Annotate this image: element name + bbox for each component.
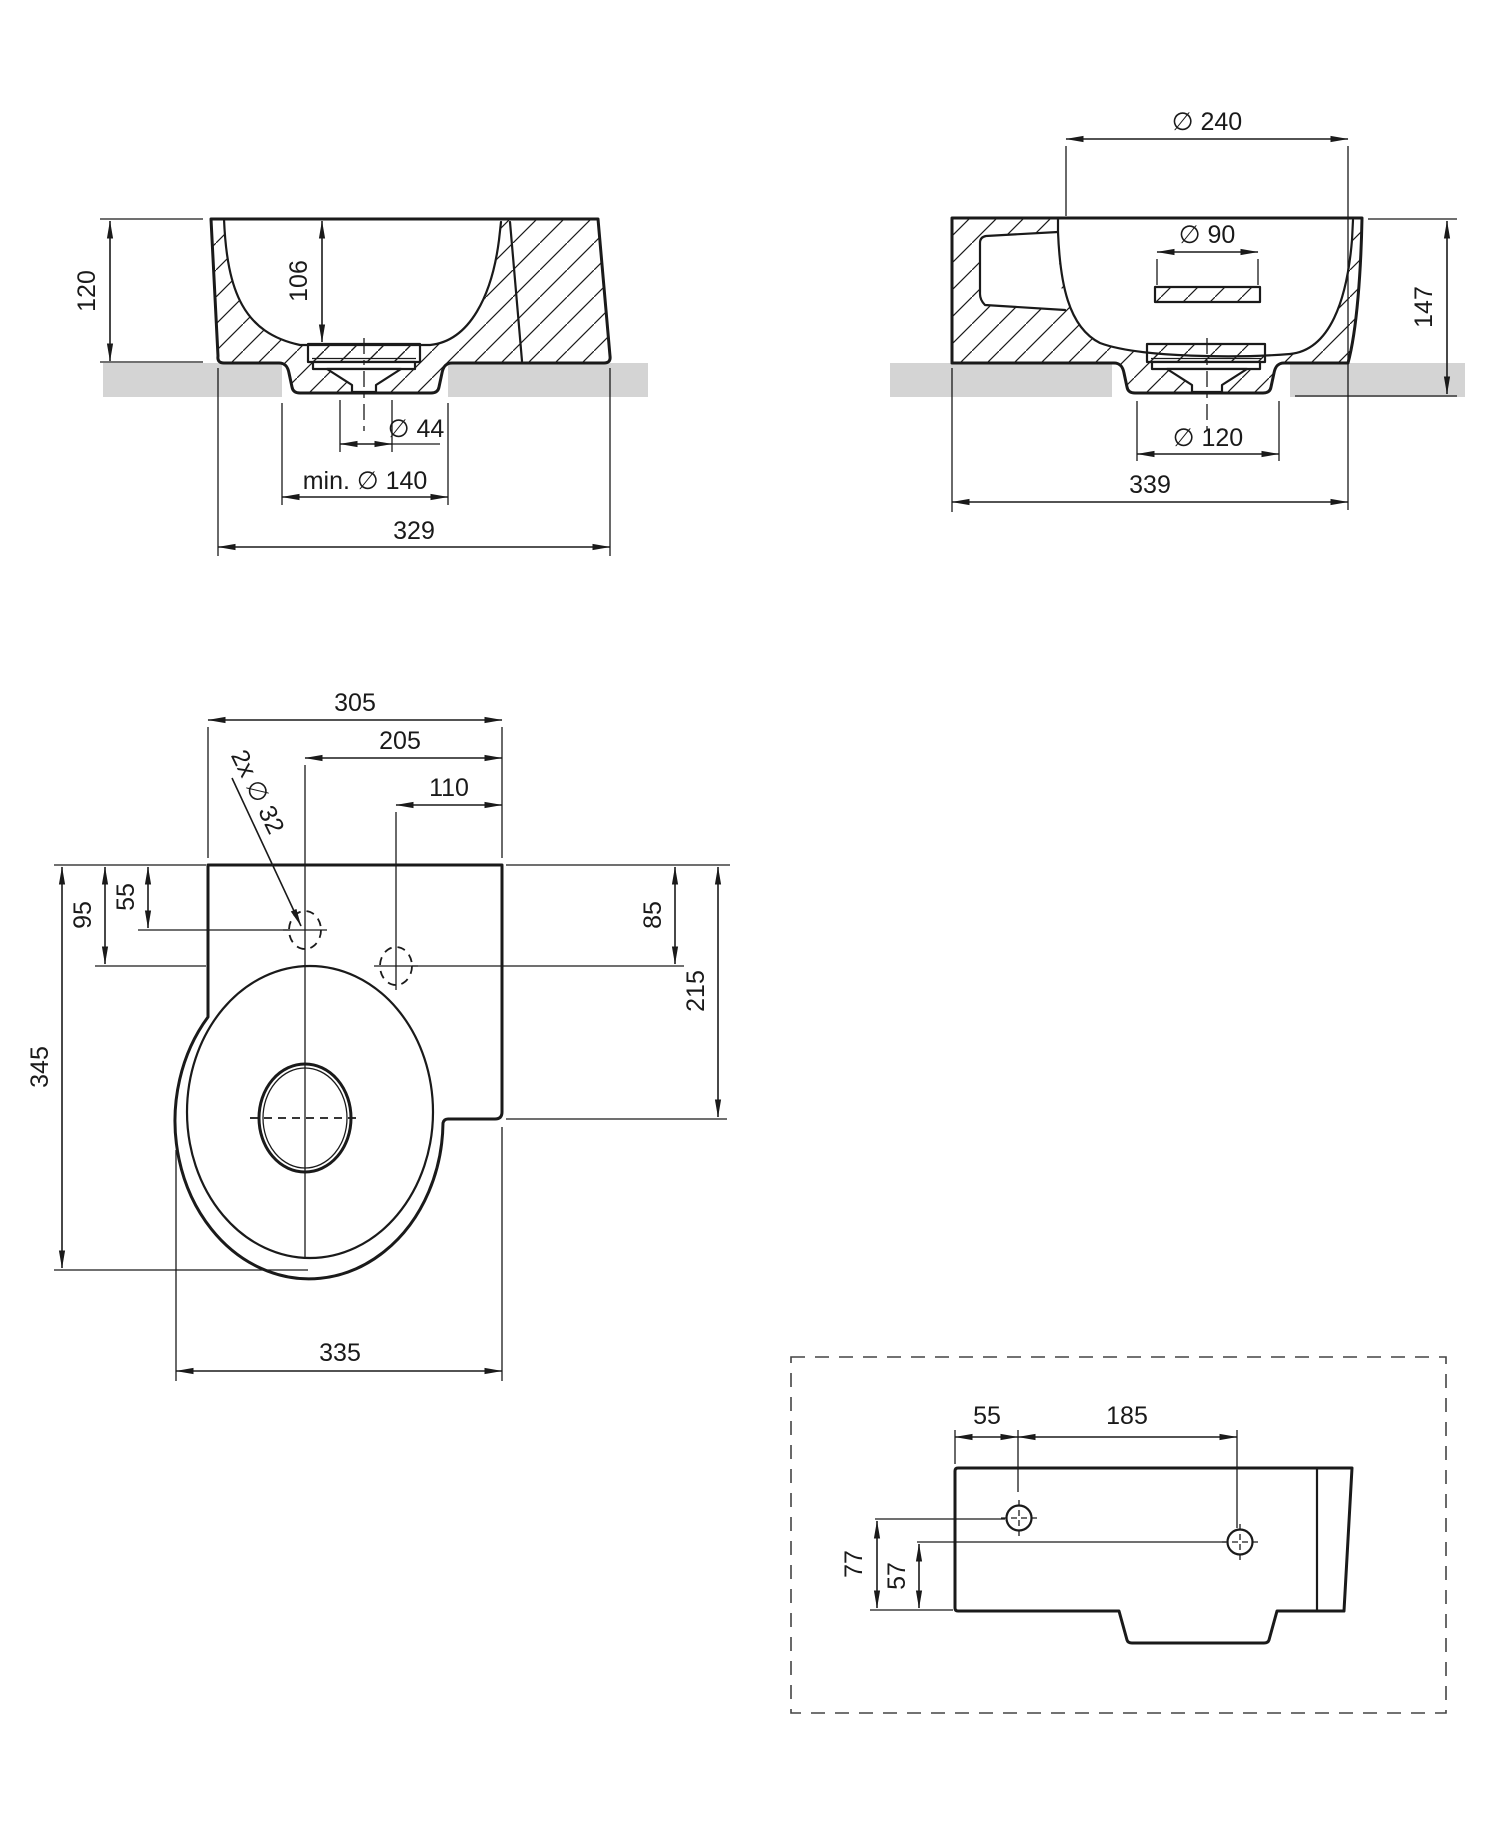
- dim-bowl-depth: 106: [285, 260, 313, 302]
- countertop-section-left: [103, 363, 282, 397]
- dim-top-width: 305: [334, 689, 376, 717]
- ext-lines: [281, 403, 449, 505]
- basin-outline: [209, 217, 612, 395]
- dim-hole1-from-left: 55: [973, 1402, 1001, 1430]
- dim-overall-height: 147: [1410, 286, 1438, 328]
- bowl-inner-surface: [222, 217, 503, 347]
- ref-lines: [412, 965, 727, 1120]
- mounting-pocket: [978, 230, 1067, 312]
- tap-shelf-hatch: [1155, 287, 1260, 302]
- basin-plan-outline: [173, 863, 504, 1281]
- dim-overall-width: 329: [393, 517, 435, 545]
- dim-shelf-diameter: ∅ 90: [1179, 221, 1236, 249]
- drain-flange-hatch: [1147, 344, 1265, 362]
- dim-step-from-top: 215: [682, 970, 710, 1012]
- basin-rear-outline: [953, 1466, 1354, 1645]
- rear-view: 77 57 55 185: [790, 1356, 1447, 1714]
- mount-hole-crosses: [1001, 1500, 1258, 1560]
- dim-overall-height: 120: [73, 270, 101, 312]
- dim-hole2-from-top-right: 85: [639, 901, 667, 929]
- dim-hole2-from-edge: 95: [69, 901, 97, 929]
- ext-lines: [175, 1127, 503, 1381]
- dim-hole1-from-edge: 55: [112, 883, 140, 911]
- ref-lines: [54, 929, 308, 1271]
- ref-lines: [1295, 218, 1457, 397]
- tap-holes-leader: [231, 777, 302, 927]
- dim-tap-hole-offset: 205: [379, 727, 421, 755]
- deck-inner-edge: [508, 220, 524, 363]
- basin-outline: [950, 216, 1364, 395]
- dim-drain-diameter: ∅ 44: [388, 415, 445, 443]
- ref-lines: [870, 1518, 1226, 1611]
- dim-overall-depth: 339: [1129, 471, 1171, 499]
- countertop-section-left: [890, 363, 1112, 397]
- dim-second-hole-offset: 110: [429, 774, 469, 802]
- dim-min-cutout: min. ∅ 140: [303, 467, 428, 495]
- dim-hole2-from-bottom: 57: [883, 1562, 911, 1590]
- ext-lines: [954, 1430, 1238, 1528]
- tap-shelf: [1153, 285, 1262, 304]
- tap-holes-label-group: 2x ∅ 32: [225, 745, 290, 838]
- dim-tap-holes-note: 2x ∅ 32: [225, 745, 290, 838]
- countertop-section-right: [448, 363, 648, 397]
- bowl-inner-rim: [185, 964, 435, 1260]
- dim-hole1-from-bottom: 77: [840, 1550, 868, 1578]
- dim-bowl-diameter: ∅ 240: [1172, 108, 1242, 136]
- countertop-section-right: [1290, 363, 1465, 397]
- side-section-view: ∅ 240 ∅ 90 147 ∅ 120 339: [890, 108, 1465, 512]
- top-view: 305 205 110 2x ∅ 32 55 95 345 85 215 335: [26, 689, 730, 1381]
- mount-hole-2: [1226, 1528, 1254, 1556]
- ext-lines: [207, 727, 503, 858]
- dim-overall-depth: 345: [26, 1046, 54, 1088]
- ext-lines: [1156, 259, 1259, 285]
- dim-holes-spacing: 185: [1106, 1402, 1148, 1430]
- basin-wall-hatch: [952, 218, 1362, 393]
- dim-recess-diameter: ∅ 120: [1173, 424, 1243, 452]
- front-section-view: 120 106 ∅ 44 min. ∅ 140 329: [73, 217, 648, 556]
- dim-overall-width: 335: [319, 1339, 361, 1367]
- mount-hole-1: [1005, 1504, 1033, 1532]
- ext-lines: [217, 368, 611, 556]
